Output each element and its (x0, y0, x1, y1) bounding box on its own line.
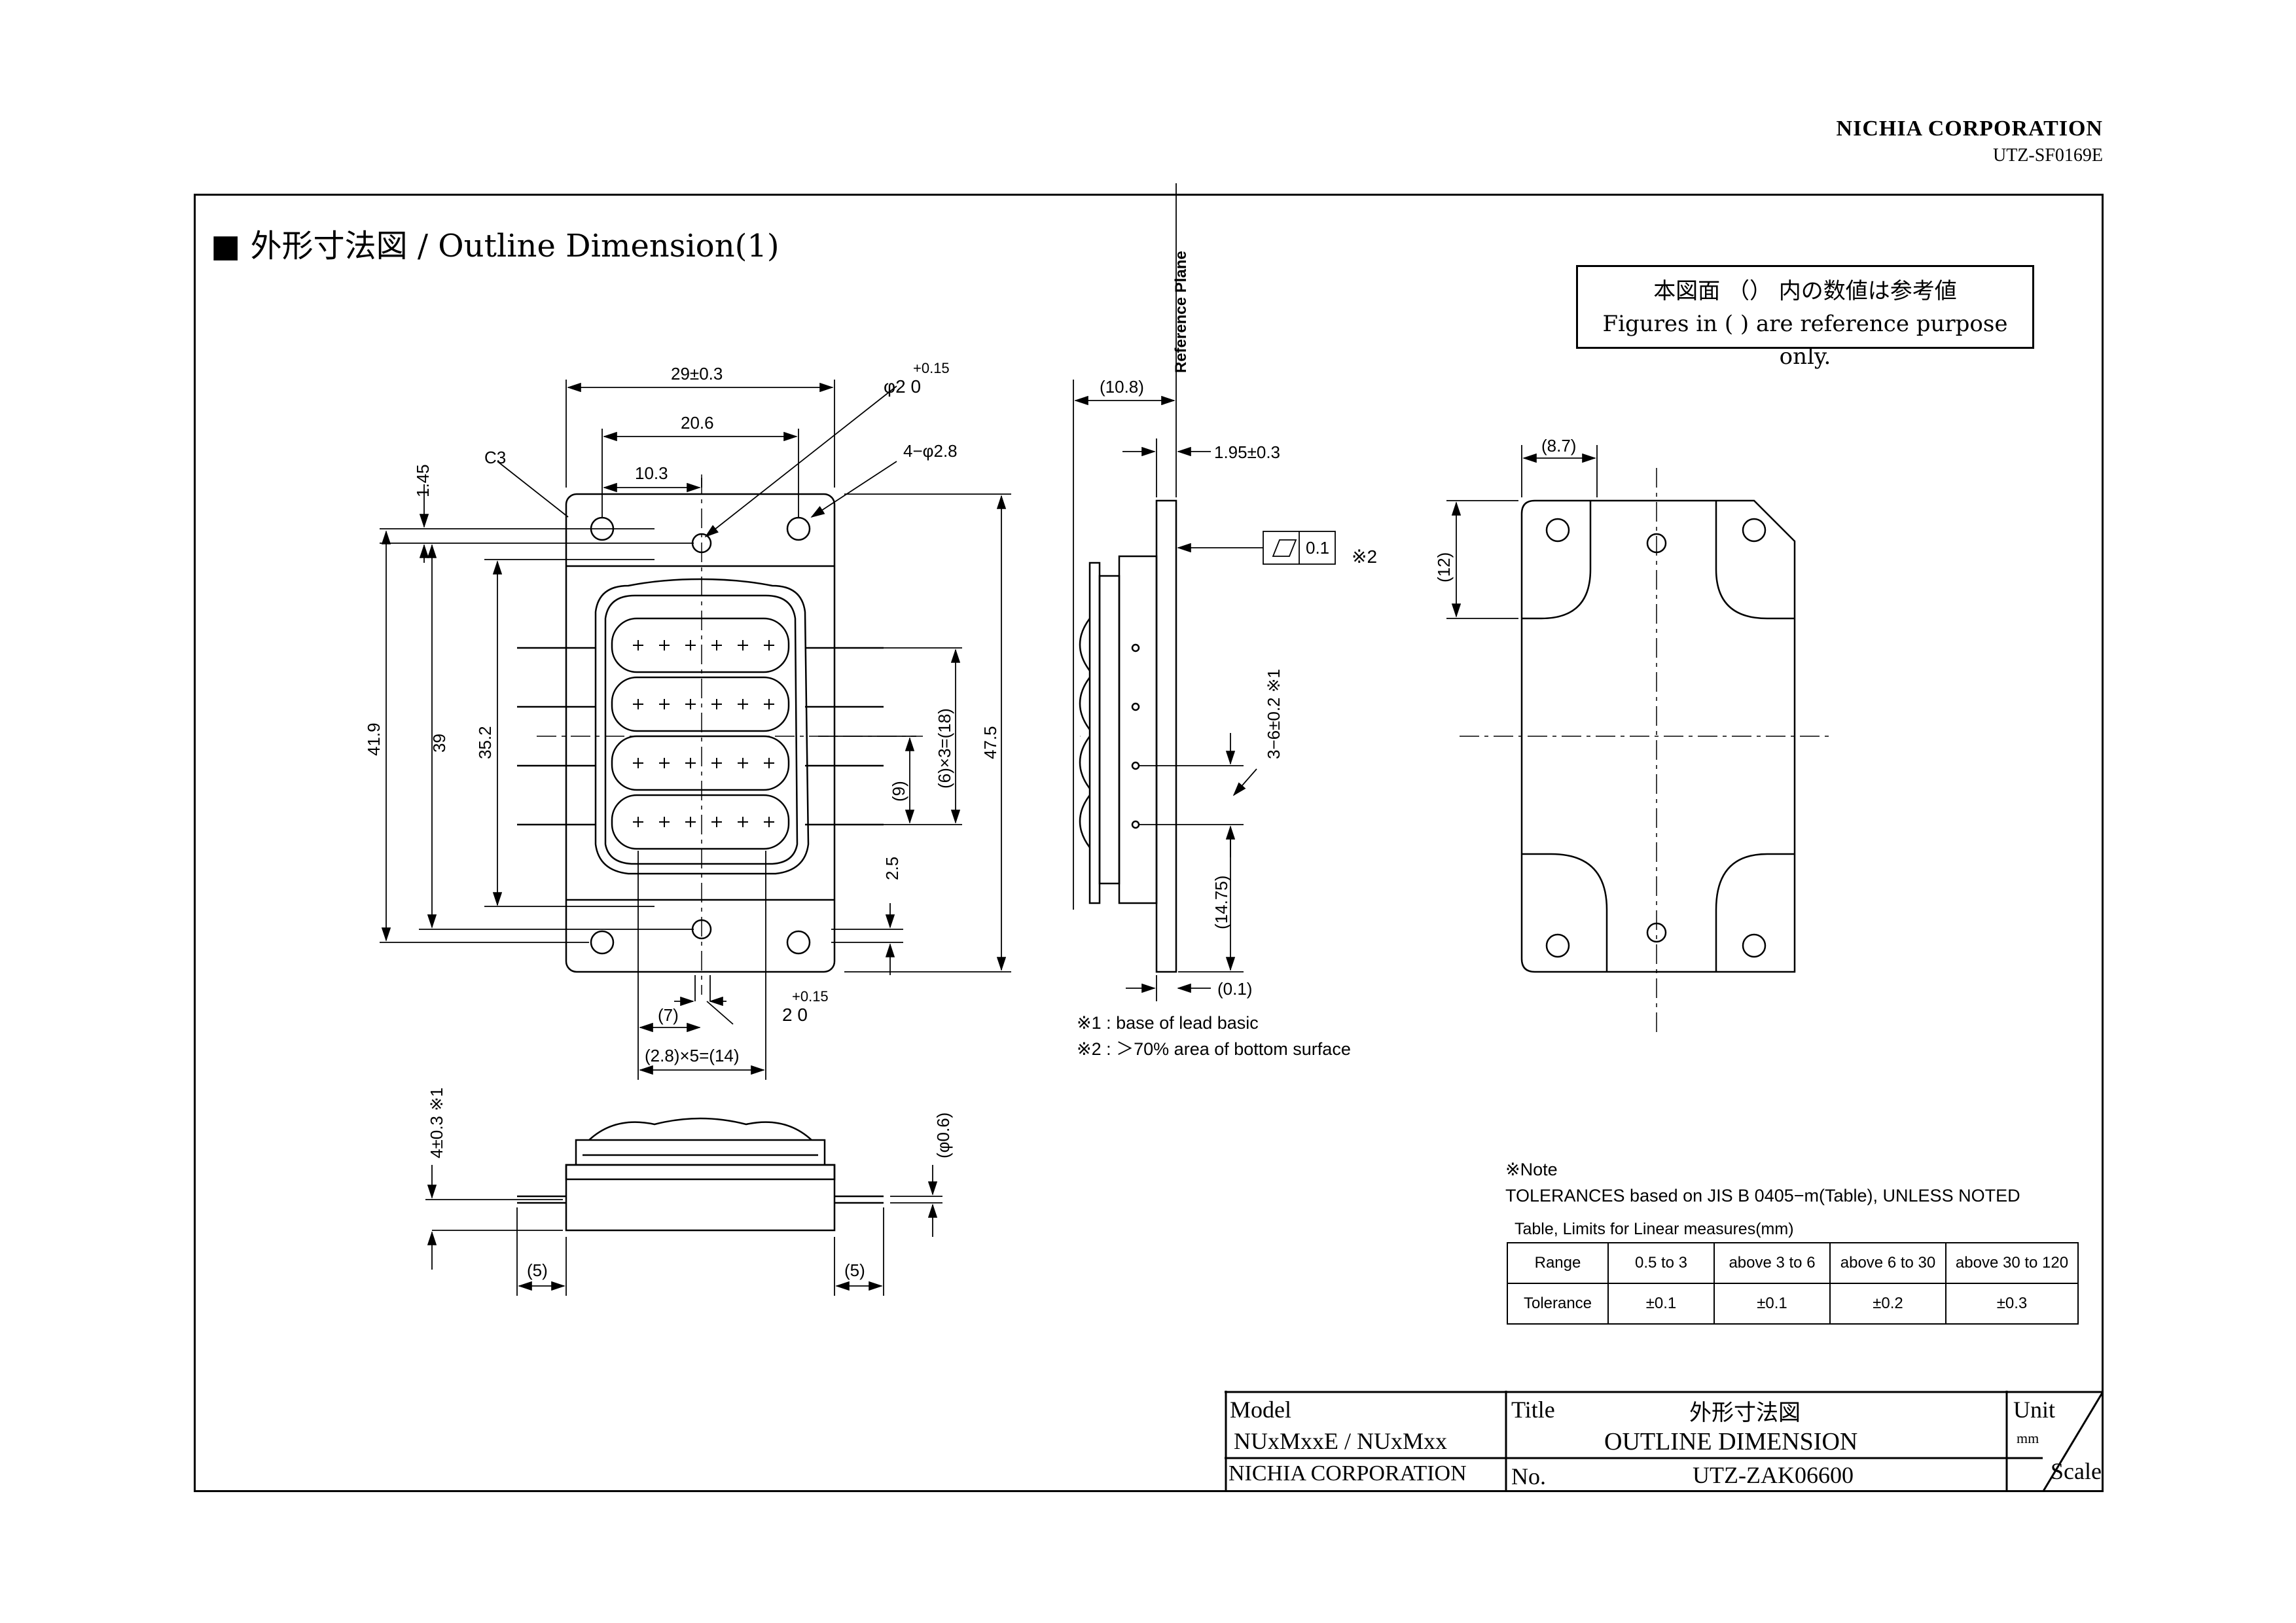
title-block-lines (1225, 1391, 2104, 1492)
dim-29: 29±0.3 (671, 364, 723, 383)
dim-bottom-tol: +0.15 (792, 988, 829, 1005)
dim-8-7: (8.7) (1541, 436, 1576, 455)
dim-hole-tol: +0.15 (913, 360, 950, 376)
dim-2-5: 2.5 (882, 857, 902, 880)
table-cell: ±0.1 (1607, 1283, 1715, 1325)
dim-note2-mark: ※2 (1352, 546, 1377, 567)
title-jp: 外形寸法図 (1689, 1400, 1801, 1426)
tolerance-table: Range 0.5 to 3 above 3 to 6 above 6 to 3… (1507, 1242, 2079, 1325)
dim-c3: C3 (484, 448, 506, 467)
dim-1-45: 1.45 (413, 464, 433, 497)
bottom-dimension-lines (1446, 445, 1598, 619)
reference-note: 本図面 （） 内の数値は参考値 Figures in ( ) are refer… (1576, 265, 2034, 370)
front-dimension-lines (380, 380, 1011, 1080)
dim-10-3: 10.3 (635, 463, 668, 483)
side-dimension-lines (1073, 183, 1336, 1001)
no-value: UTZ-ZAK06600 (1693, 1462, 1854, 1488)
table-cell: Tolerance (1507, 1283, 1609, 1325)
note-heading: ※Note (1505, 1160, 1558, 1179)
table-cell: above 30 to 120 (1945, 1242, 2079, 1284)
edge-dimension-lines (425, 1165, 942, 1296)
bottom-view (1520, 499, 1796, 973)
model-value: NUxMxxE / NUxMxx (1234, 1428, 1448, 1454)
dim-35-2: 35.2 (475, 726, 495, 759)
dim-flatness: 0.1 (1306, 538, 1329, 558)
table-cell: ±0.3 (1945, 1283, 2079, 1325)
dim-2-8x5: (2.8)×5=(14) (645, 1046, 740, 1065)
dim-6x3: (6)×3=(18) (935, 708, 954, 789)
dim-5-right: (5) (844, 1260, 865, 1280)
dim-39: 39 (429, 734, 449, 753)
dim-41-9: 41.9 (364, 722, 384, 756)
reference-note-jp: 本図面 （） 内の数値は参考値 (1653, 278, 1957, 304)
front-view (517, 493, 884, 973)
title-en: OUTLINE DIMENSION (1604, 1428, 1858, 1455)
dim-47-5: 47.5 (980, 726, 1000, 759)
note-table-caption: Table, Limits for Linear measures(mm) (1515, 1220, 1794, 1238)
table-cell: above 3 to 6 (1713, 1242, 1831, 1284)
dim-14-75: (14.75) (1211, 876, 1231, 929)
edge-view (517, 1117, 884, 1232)
dim-10-8: (10.8) (1100, 377, 1144, 397)
footnote-2: ※2 : ＞70% area of bottom surface (1077, 1039, 1351, 1059)
table-row: Range 0.5 to 3 above 3 to 6 above 6 to 3… (1507, 1242, 2079, 1284)
title-block: Model NUxMxxE / NUxMxx NICHIA CORPORATIO… (1225, 1391, 2104, 1492)
dim-1-95: 1.95±0.3 (1214, 442, 1280, 462)
title-block-company: NICHIA CORPORATION (1229, 1461, 1467, 1486)
dim-lead-dia: (φ0.6) (933, 1113, 953, 1158)
dim-4: 4±0.3 ※1 (427, 1088, 446, 1158)
dim-7: (7) (658, 1005, 679, 1025)
scale-label: Scale (2051, 1458, 2102, 1484)
bottom-center-lines (1460, 468, 1833, 1034)
dim-5-left: (5) (527, 1260, 548, 1280)
title-label: Title (1511, 1397, 1555, 1423)
no-label: No. (1511, 1463, 1546, 1489)
side-view (1079, 499, 1177, 973)
drawing-frame (194, 194, 2104, 1492)
dim-12: (12) (1434, 552, 1454, 582)
dim-3-6: 3−6±0.2 ※1 (1264, 669, 1283, 759)
dim-20-6: 20.6 (681, 413, 714, 433)
dim-bottom-dia: 2 0 (782, 1005, 808, 1025)
table-cell: 0.5 to 3 (1607, 1242, 1715, 1284)
document-id: UTZ-SF0169E (1993, 145, 2103, 166)
section-title: ■ 外形寸法図 / Outline Dimension(1) (211, 228, 780, 264)
reference-note-en: Figures in ( ) are reference purpose onl… (1602, 311, 2008, 370)
emitter-marks (633, 640, 774, 827)
table-cell: above 6 to 30 (1829, 1242, 1946, 1284)
table-cell: ±0.1 (1713, 1283, 1831, 1325)
reference-plane-label: Reference Plane (1172, 251, 1190, 373)
dim-4-holes: 4−φ2.8 (903, 441, 958, 461)
table-row: Tolerance ±0.1 ±0.1 ±0.2 ±0.3 (1507, 1283, 2079, 1325)
unit-label: Unit (2013, 1397, 2056, 1423)
table-cell: ±0.2 (1829, 1283, 1946, 1325)
dim-0-1: (0.1) (1217, 979, 1252, 999)
company-header: NICHIA CORPORATION (1836, 116, 2103, 141)
note-tolerance-line: TOLERANCES based on JIS B 0405−m(Table),… (1505, 1186, 2020, 1205)
dim-hole-dia: φ2 0 (884, 376, 921, 397)
dim-9: (9) (889, 781, 908, 802)
unit-value: mm (2017, 1430, 2039, 1446)
footnote-1: ※1 : base of lead basic (1077, 1013, 1259, 1033)
model-label: Model (1230, 1397, 1291, 1423)
table-cell: Range (1507, 1242, 1609, 1284)
